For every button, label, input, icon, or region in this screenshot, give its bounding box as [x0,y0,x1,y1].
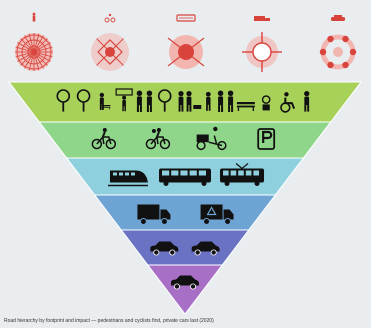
dog-walker-icon [193,91,211,111]
tree-icon [157,89,172,112]
transport-hierarchy-pyramid [7,81,363,315]
car-icon [150,241,179,256]
footprint-freight [242,16,282,72]
cargo-bike-icon [196,126,227,151]
bicycle-icon [91,128,117,150]
recycling-truck-icon [200,204,234,225]
pyramid-tier-walking [7,81,363,123]
bus-icon [176,14,196,22]
tree-icon [76,89,91,112]
bus-stop-icon [115,88,133,112]
bus-icon [159,168,211,186]
pyramid-tier-freight [93,194,277,231]
walking-person-icon [304,90,310,112]
pyramid-tier-public-transport [65,157,305,196]
truck-icon [254,16,270,21]
plant-icon [261,95,271,111]
figure-caption: Road hierarchy by footprint and impact —… [4,318,214,324]
footprint-public-transport [167,14,205,69]
pyramid-tier-cycling [38,121,332,159]
walking-pair-icon [178,90,192,112]
truck-icon [137,204,171,225]
pyramid-tier-private-car [146,264,224,315]
wheelchair-icon [280,92,296,113]
walking-person-icon [32,12,36,22]
train-icon [107,170,148,187]
pyramid-tier-shared-vehicles [120,229,250,266]
car-icon [191,241,220,256]
tree-icon [56,89,71,112]
bike-parking-sign-icon [257,128,276,150]
footprint-car [319,15,357,70]
footprint-icon-row [15,12,357,72]
tandem-bicycle-icon [145,128,171,150]
bench-icon [236,102,255,111]
tram-icon [220,163,265,186]
car-icon [331,15,345,21]
bench-person-icon [99,92,111,110]
family-icon [136,90,153,112]
footprint-cyclist [91,13,129,71]
family-icon [217,90,234,112]
car-icon [171,275,199,290]
bicycle-icon [104,13,116,23]
footprint-pedestrian [15,12,53,71]
